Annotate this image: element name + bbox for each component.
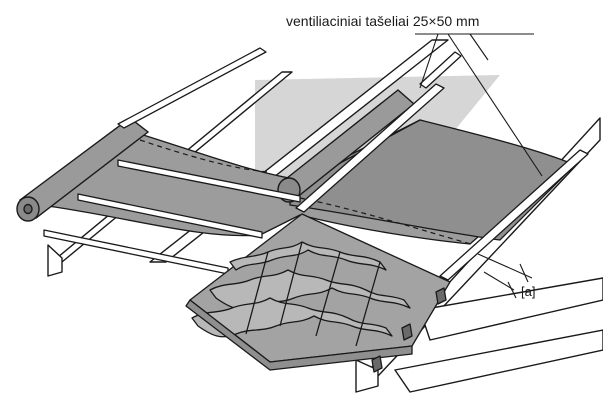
dimension-line	[477, 253, 533, 279]
tile-hook-2	[401, 323, 413, 341]
tile-hook-1	[435, 287, 447, 305]
tile-seam-3	[315, 251, 341, 337]
support-beam-lower	[394, 329, 603, 393]
counter-batten-top	[419, 51, 462, 89]
counter-batten-3	[439, 149, 589, 281]
tile-seam-1	[245, 251, 269, 335]
callout-leaders	[415, 33, 543, 177]
dimension-label: [a]	[521, 284, 535, 299]
overlap-line	[139, 139, 479, 247]
membrane-roll-left	[16, 117, 150, 222]
tile-row-1	[229, 241, 387, 271]
rafter-right-end	[355, 359, 379, 393]
callout-leader-1	[419, 33, 439, 89]
dimension-a	[477, 253, 533, 299]
membrane-panel-right	[289, 119, 577, 241]
dimension-tick-1	[519, 263, 529, 283]
roof-tiles	[185, 213, 451, 373]
tile-row-3	[191, 297, 393, 338]
tile-seam-4	[355, 261, 381, 347]
counter-batten-1	[117, 47, 267, 129]
callout-leader-3	[469, 33, 489, 61]
tile-edge-front	[185, 299, 413, 371]
callout-label: ventiliaciniai tašeliai 25×50 mm	[286, 13, 479, 29]
counter-batten-2	[295, 83, 445, 213]
batten-1	[117, 159, 301, 203]
support-beam	[419, 277, 603, 341]
dimension-tick-2	[507, 281, 517, 299]
tile-hook-3	[371, 355, 383, 373]
dimension-extension	[483, 271, 515, 291]
tile-seam-2	[279, 241, 303, 327]
callout-leader-2	[447, 33, 543, 177]
counter-battens	[117, 47, 589, 281]
batten-2	[77, 193, 263, 239]
rafter-left-end	[47, 244, 63, 277]
